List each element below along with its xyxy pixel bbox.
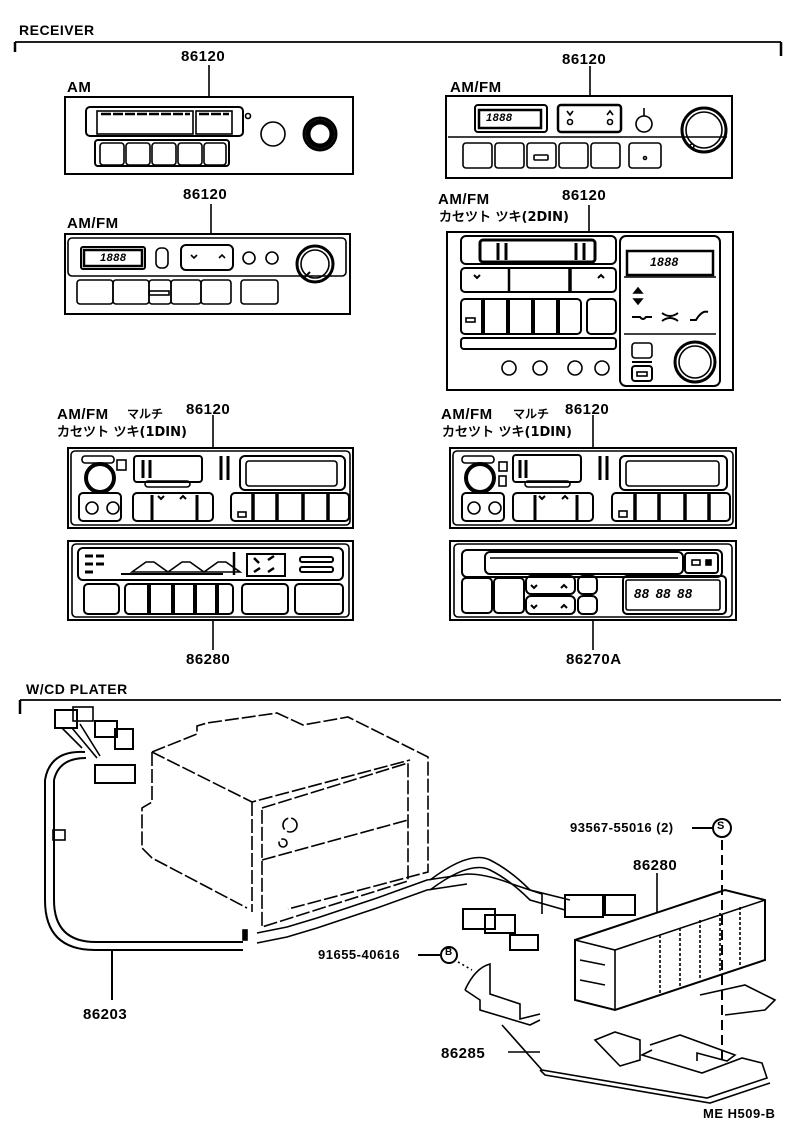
am-fm-receiver-drawing-left xyxy=(64,204,351,315)
part-number-label: 86120 xyxy=(183,186,228,203)
unit-type-label: AM xyxy=(67,79,92,96)
unit-type-extra-label: マルチ xyxy=(513,407,550,421)
cd-player-section-title: W/CD PLATER xyxy=(26,681,128,697)
bracket-part-number: 86285 xyxy=(441,1045,486,1062)
amplifier-connectors xyxy=(429,856,636,951)
unit-type-label: AM/FM xyxy=(57,406,109,423)
unit-sub-label: カセツト ツキ(1DIN) xyxy=(442,425,572,440)
frequency-display: 1888 xyxy=(100,252,127,264)
unit-type-extra-label: マルチ xyxy=(127,407,164,421)
am-fm-multi-cassette-1din-left-drawing xyxy=(67,415,354,650)
unit-type-label: AM/FM xyxy=(438,191,490,208)
part-number-label: 86120 xyxy=(186,401,231,418)
unit-type-label: AM/FM xyxy=(67,215,119,232)
bolt-symbol: B xyxy=(445,947,453,958)
part-number-label: 86120 xyxy=(562,187,607,204)
am-fm-multi-cassette-1din-right-drawing xyxy=(449,415,737,650)
cable-86203-drawing xyxy=(44,780,543,1000)
part-number-label: 86120 xyxy=(181,48,226,65)
screw-symbol: S xyxy=(717,820,725,832)
part-number-label: 86280 xyxy=(186,651,231,668)
screw-part-number: 93567-55016 (2) xyxy=(570,820,674,835)
unit-type-label: AM/FM xyxy=(441,406,493,423)
cd-receiver-stack-drawing xyxy=(141,712,429,929)
amplifier-part-number: 86280 xyxy=(633,857,678,874)
receiver-section-title: RECEIVER xyxy=(19,22,95,38)
unit-sub-label: カセツト ツキ(1DIN) xyxy=(57,425,187,440)
am-fm-cassette-2din-drawing xyxy=(446,205,734,391)
bolt-part-number: 91655-40616 xyxy=(318,947,401,962)
bolt-leader xyxy=(418,946,473,971)
unit-type-label: AM/FM xyxy=(450,79,502,96)
receiver-section-bracket xyxy=(13,41,783,56)
part-number-label: 86120 xyxy=(562,51,607,68)
frequency-display: 1888 xyxy=(650,255,679,269)
cable-part-number: 86203 xyxy=(83,1006,128,1023)
bracket-86285-drawing xyxy=(464,962,777,1104)
unit-sub-label: カセツト ツキ(2DIN) xyxy=(439,210,569,225)
frequency-display: 1888 xyxy=(486,112,513,124)
amplifier-86280-drawing xyxy=(574,873,766,1012)
figure-code: ME H509-B xyxy=(703,1106,776,1121)
wire-harness-connectors xyxy=(44,706,136,784)
screw-leader xyxy=(692,818,732,1060)
part-number-label: 86120 xyxy=(565,401,610,418)
cd-time-display: 88 88 88 xyxy=(634,586,693,601)
am-fm-receiver-drawing-top-right xyxy=(445,66,733,179)
cd-section-bracket xyxy=(18,699,781,714)
am-receiver-drawing xyxy=(64,65,354,175)
part-number-label: 86270A xyxy=(566,651,622,668)
